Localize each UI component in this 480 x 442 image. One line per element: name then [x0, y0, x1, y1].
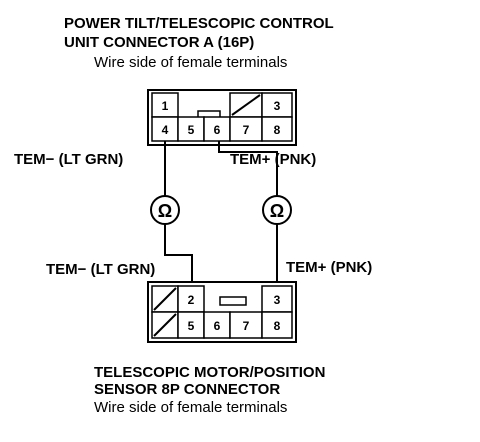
bottom-blank-slash-1 — [153, 287, 177, 311]
ohmmeter-left: Ω — [150, 195, 180, 225]
wire-top-right — [218, 141, 278, 196]
bottom-pin-8-cell — [261, 311, 293, 339]
bottom-pin-6: 6 — [214, 319, 221, 333]
top-pin-3: 3 — [274, 99, 281, 113]
top-pin-7: 7 — [243, 123, 250, 137]
top-connector-title-line1: POWER TILT/TELESCOPIC CONTROL — [64, 15, 334, 32]
bottom-pin-5: 5 — [188, 319, 195, 333]
bottom-connector-subtitle: Wire side of female terminals — [94, 399, 287, 416]
top-connector: 1 3 4 5 6 7 8 — [147, 89, 297, 146]
top-pin-6-cell — [203, 116, 231, 142]
bottom-pin-8: 8 — [274, 319, 281, 333]
wire-bottom-left — [164, 224, 193, 288]
bottom-pin-7-cell — [229, 311, 263, 339]
bottom-connector-latch — [219, 296, 247, 306]
label-top-right-wire: TEM+ (PNK) — [230, 151, 316, 168]
top-pin-5-cell — [177, 116, 205, 142]
label-bottom-left-wire: TEM− (LT GRN) — [46, 261, 155, 278]
top-pin-4: 4 — [162, 123, 169, 137]
ohmmeter-right: Ω — [262, 195, 292, 225]
top-pin-1: 1 — [162, 99, 169, 113]
top-pin-6: 6 — [214, 123, 221, 137]
bottom-pin-3: 3 — [274, 293, 281, 307]
ohm-icon: Ω — [270, 201, 284, 221]
top-pin-8-cell — [261, 116, 293, 142]
bottom-pin-2-cell — [177, 285, 205, 313]
bottom-connector-title-line2: SENSOR 8P CONNECTOR — [94, 381, 280, 398]
top-blank-slash — [231, 94, 261, 116]
label-top-left-wire: TEM− (LT GRN) — [14, 151, 123, 168]
ohm-icon: Ω — [158, 201, 172, 221]
top-connector-subtitle: Wire side of female terminals — [94, 54, 287, 71]
top-pin-8: 8 — [274, 123, 281, 137]
top-connector-title-line2: UNIT CONNECTOR A (16P) — [64, 34, 254, 51]
bottom-pin-6-cell — [203, 311, 231, 339]
top-pin-5: 5 — [188, 123, 195, 137]
bottom-pin-3-cell — [261, 285, 293, 313]
bottom-connector: 2 3 5 6 7 8 — [147, 281, 297, 343]
bottom-pin-7: 7 — [243, 319, 250, 333]
bottom-pin-2: 2 — [188, 293, 195, 307]
bottom-connector-title-line1: TELESCOPIC MOTOR/POSITION — [94, 364, 325, 381]
bottom-blank-slash-2 — [153, 313, 177, 337]
label-bottom-right-wire: TEM+ (PNK) — [286, 259, 372, 276]
